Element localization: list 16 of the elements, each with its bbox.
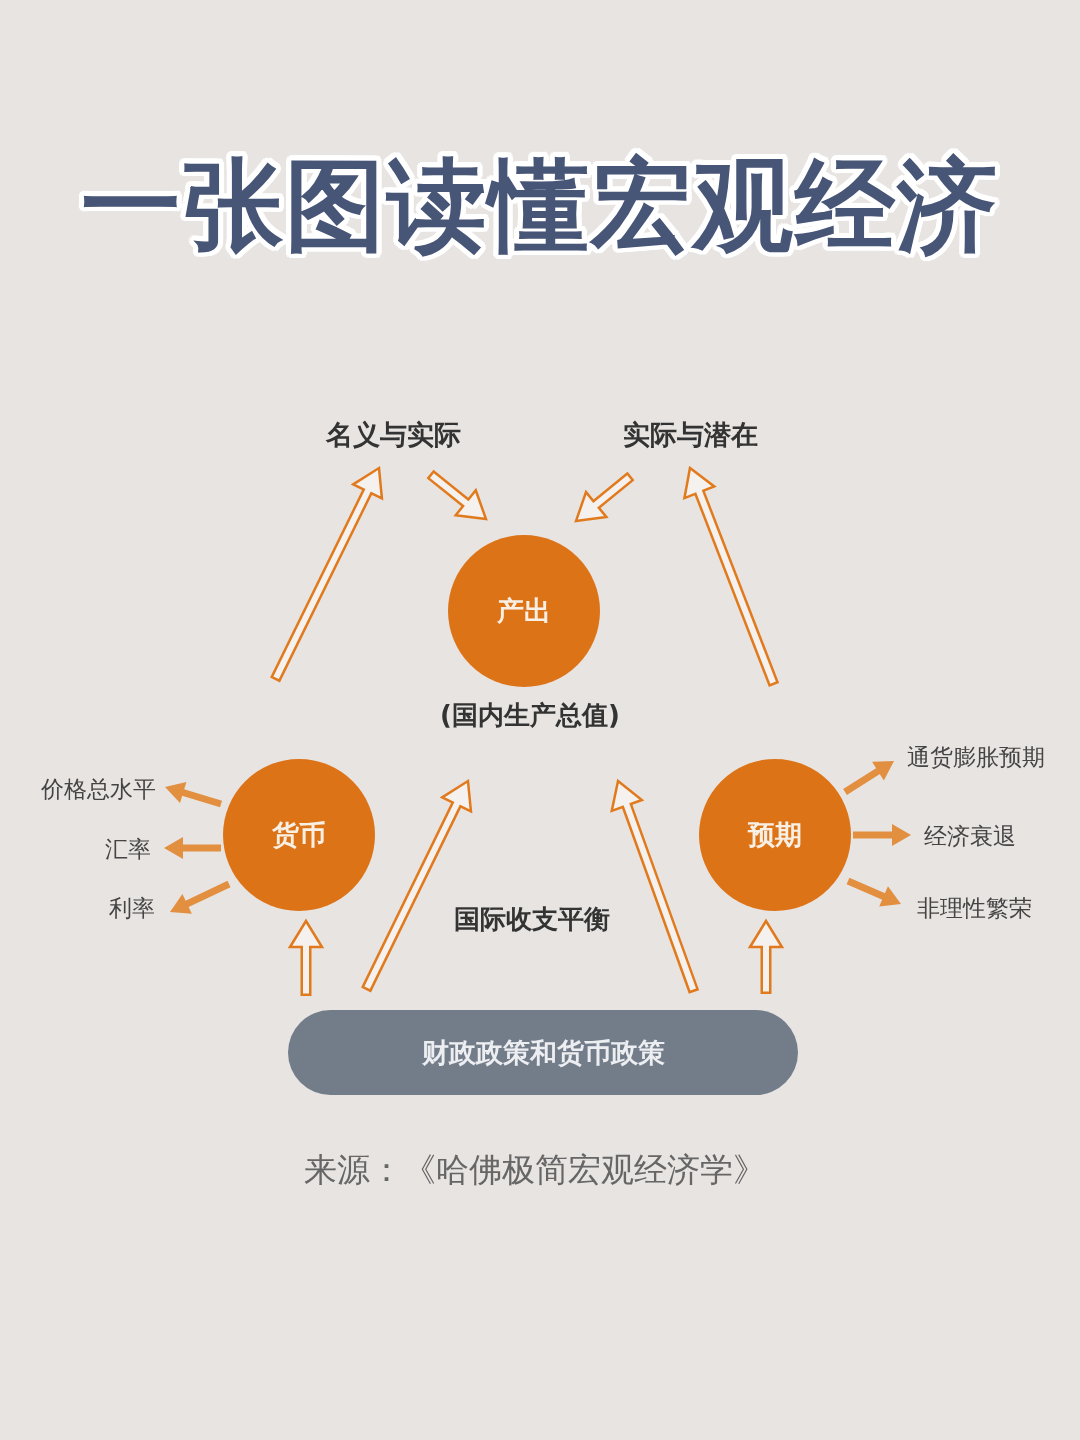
effect-label: 通货膨胀预期 [907,743,1045,771]
effect-label: 利率 [109,894,155,922]
source-caption: 来源：《哈佛极简宏观经济学》 [304,1151,766,1189]
effect-label: 经济衰退 [924,822,1016,850]
circle-node: 货币 [223,759,375,911]
effect-label: 汇率 [105,835,151,863]
topic-label: 名义与实际 [325,419,461,451]
topic-label: 实际与潜在 [622,419,758,451]
center-label: 国际收支平衡 [454,905,610,935]
policy-bar: 财政政策和货币政策 [288,1010,798,1095]
title: 一张图读懂宏观经济 [81,147,999,263]
circle-node: 产出 [448,535,600,687]
effect-label: 非理性繁荣 [917,894,1032,922]
circle-node: 预期 [699,759,851,911]
node-caption: (国内生产总值) [440,701,620,731]
effect-label: 价格总水平 [41,775,156,803]
